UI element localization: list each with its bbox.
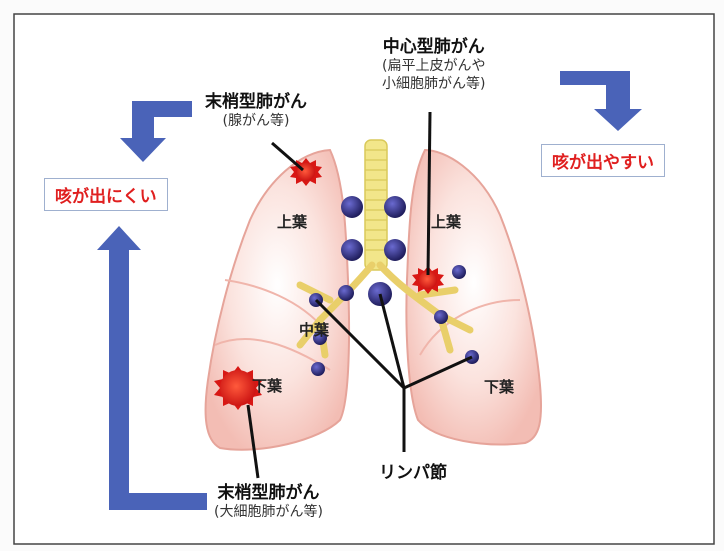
lymph-node (338, 285, 354, 301)
lymph-node (384, 239, 406, 261)
cough-easy-callout: 咳が出やすい (541, 144, 665, 177)
central-cancer-title: 中心型肺がん (382, 37, 485, 58)
cough-hard-callout: 咳が出にくい (44, 178, 168, 211)
lobe-label-left-lower: 下葉 (484, 376, 514, 397)
lymph-node (341, 196, 363, 218)
central-cancer-label: 中心型肺がん (扁平上皮がんや 小細胞肺がん等) (382, 37, 485, 93)
lobe-label-right-lower: 下葉 (252, 375, 282, 396)
trachea (365, 140, 387, 270)
lymph-node (434, 310, 448, 324)
peripheral-upper-title: 末梢型肺がん (205, 92, 307, 113)
lobe-label-right-middle: 中葉 (299, 319, 329, 340)
lymph-node (341, 239, 363, 261)
central-cancer-sub2: 小細胞肺がん等) (382, 76, 485, 94)
peripheral-upper-sub: (腺がん等) (205, 113, 307, 131)
peripheral-lower-label: 末梢型肺がん (大細胞肺がん等) (214, 483, 323, 522)
lymph-node (452, 265, 466, 279)
peripheral-lower-sub: (大細胞肺がん等) (214, 504, 323, 522)
central-cancer-sub1: (扁平上皮がんや (382, 58, 485, 76)
peripheral-upper-label: 末梢型肺がん (腺がん等) (205, 92, 307, 131)
lymph-node-label: リンパ節 (379, 458, 447, 483)
peripheral-lower-title: 末梢型肺がん (214, 483, 323, 504)
lobe-label-left-upper: 上葉 (431, 211, 461, 232)
lymph-node (311, 362, 325, 376)
lymph-node (384, 196, 406, 218)
lobe-label-right-upper: 上葉 (277, 211, 307, 232)
